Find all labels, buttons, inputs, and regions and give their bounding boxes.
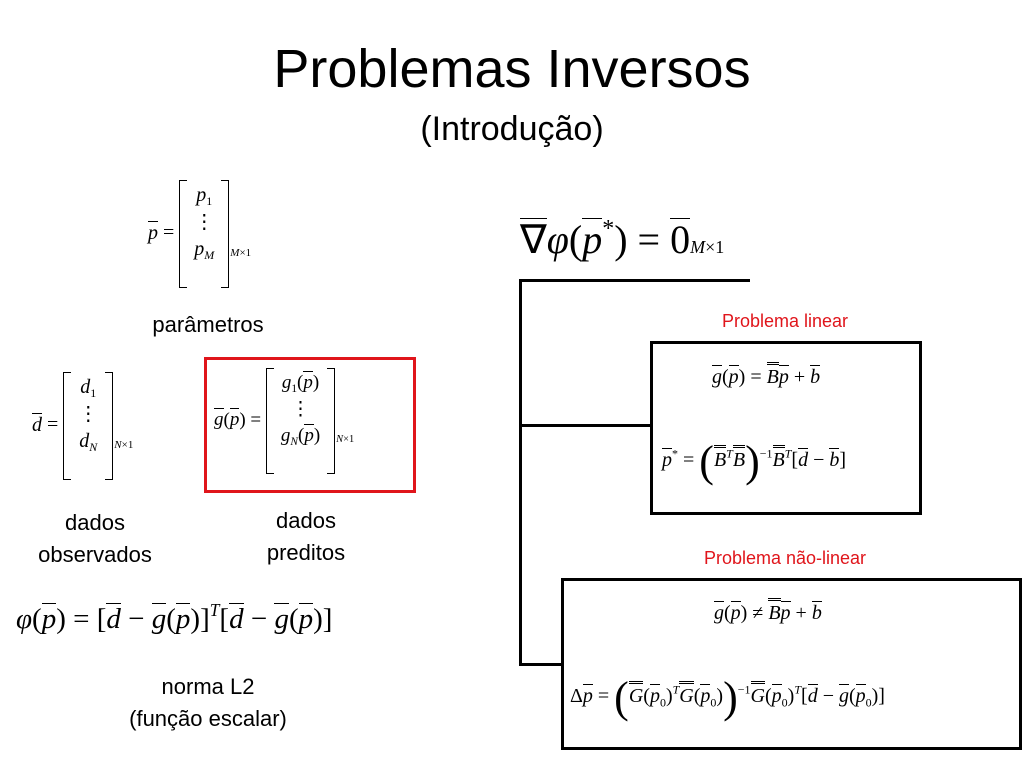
nonlinear-problem-box (561, 578, 1022, 750)
predicted-data-box (204, 357, 416, 493)
observed-data-label-line1: dados (65, 510, 125, 535)
nonlinear-update-equation: Δp = (G(p0)TG(p0))−1G(p0)T[d − g(p0)] (570, 673, 885, 722)
slide-subtitle: (Introdução) (420, 110, 604, 148)
observed-data-equation: d = d1 ⋮ dN N×1 (32, 372, 133, 480)
linear-solution-equation: p* = (BTB)−1BT[d − b] (662, 437, 847, 486)
tree-vertical-line (519, 279, 522, 666)
parameter-vector-equation: p = p1 ⋮ pM M×1 (148, 180, 251, 288)
gradient-condition-equation: ∇φ(p*) = 0M×1 (520, 216, 725, 262)
objective-function-equation: φ(p) = [d − g(p)]T[d − g(p)] (16, 600, 333, 636)
norm-label-line1: norma L2 (161, 674, 255, 699)
observed-data-label-line2: observados (38, 542, 152, 567)
tree-linear-branch (520, 424, 653, 427)
predicted-data-equation: g(p) = g1(p) ⋮ gN(p) N×1 (214, 368, 354, 474)
slide-title: Problemas Inversos (273, 39, 751, 99)
predicted-data-label-line1: dados (276, 508, 336, 533)
parameters-label: parâmetros (152, 312, 264, 337)
nonlinear-forward-equation: g(p) ≠ Bp + b (714, 598, 822, 625)
linear-problem-box (650, 341, 922, 515)
linear-problem-label: Problema linear (721, 311, 849, 331)
tree-nonlinear-branch (520, 663, 563, 666)
norm-label-line2: (função escalar) (129, 706, 287, 731)
tree-top-line (520, 279, 750, 282)
nonlinear-problem-label: Problema não-linear (703, 548, 867, 568)
predicted-data-label-line2: preditos (266, 540, 346, 565)
linear-forward-equation: g(p) = Bp + b (712, 362, 821, 389)
